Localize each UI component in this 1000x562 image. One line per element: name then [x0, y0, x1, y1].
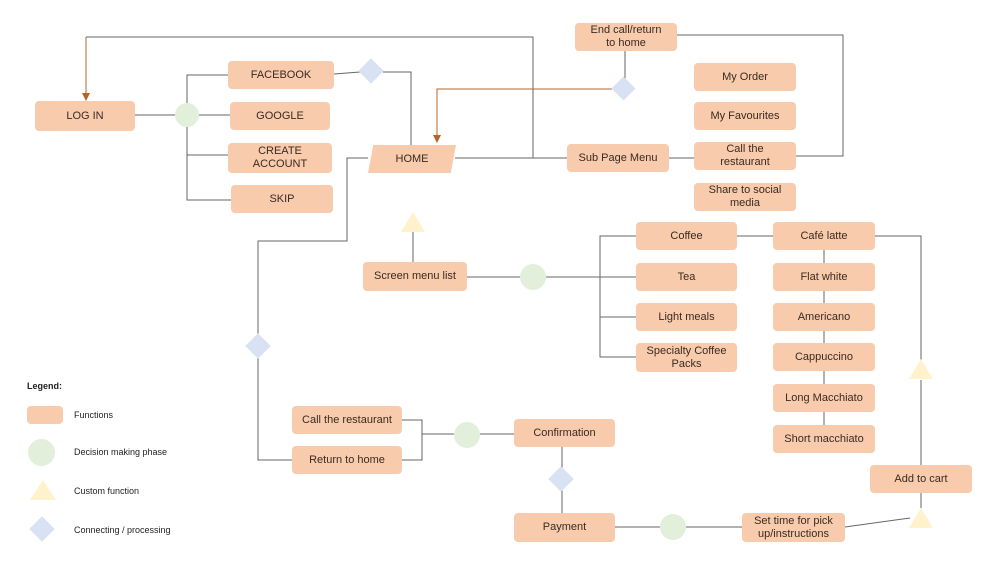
return-home-box: Return to home — [292, 446, 402, 474]
legend-custom-swatch — [30, 480, 56, 500]
confirmation-box: Confirmation — [514, 419, 615, 447]
legend-title: Legend: — [27, 381, 62, 391]
create-account-box: CREATE ACCOUNT — [228, 143, 332, 173]
flat-white-box: Flat white — [773, 263, 875, 291]
legend-function-swatch — [27, 406, 63, 424]
facebook-box: FACEBOOK — [228, 61, 334, 89]
menu-custom-function — [401, 212, 425, 232]
legend-connecting: Connecting / processing — [74, 525, 171, 535]
legend-custom: Custom function — [74, 486, 140, 496]
time-custom-function — [909, 508, 933, 528]
add-to-cart-box: Add to cart — [870, 465, 972, 493]
login-decision — [175, 103, 199, 127]
short-macchiato-box: Short macchiato — [773, 425, 875, 453]
long-macchiato-box: Long Macchiato — [773, 384, 875, 412]
my-order-box: My Order — [694, 63, 796, 91]
my-favourites-box: My Favourites — [694, 102, 796, 130]
tea-box: Tea — [636, 263, 737, 291]
cart-custom-function — [909, 359, 933, 379]
cafe-latte-box: Café latte — [773, 222, 875, 250]
call-restaurant-box: Call the restaurant — [292, 406, 402, 434]
screen-menu-list-box: Screen menu list — [363, 262, 467, 291]
login-box: LOG IN — [35, 101, 135, 131]
payment-decision — [660, 514, 686, 540]
share-social-box: Share to social media — [694, 183, 796, 211]
legend-decision: Decision making phase — [74, 447, 168, 457]
confirmation-decision — [454, 422, 480, 448]
legend-functions: Functions — [74, 410, 114, 420]
sub-page-menu-box: Sub Page Menu — [567, 144, 669, 172]
coffee-box: Coffee — [636, 222, 737, 250]
cappuccino-box: Cappuccino — [773, 343, 875, 371]
americano-box: Americano — [773, 303, 875, 331]
google-box: GOOGLE — [230, 102, 330, 130]
call-restaurant-sub-box: Call the restaurant — [694, 142, 796, 170]
skip-box: SKIP — [231, 185, 333, 213]
light-meals-box: Light meals — [636, 303, 737, 331]
legend-decision-swatch — [28, 439, 55, 466]
menu-decision — [520, 264, 546, 290]
specialty-packs-box: Specialty Coffee Packs — [636, 343, 737, 372]
end-call-box: End call/return to home — [575, 23, 677, 51]
home-box: HOME — [368, 145, 456, 173]
set-time-box: Set time for pick up/instructions — [742, 513, 845, 542]
payment-box: Payment — [514, 513, 615, 542]
